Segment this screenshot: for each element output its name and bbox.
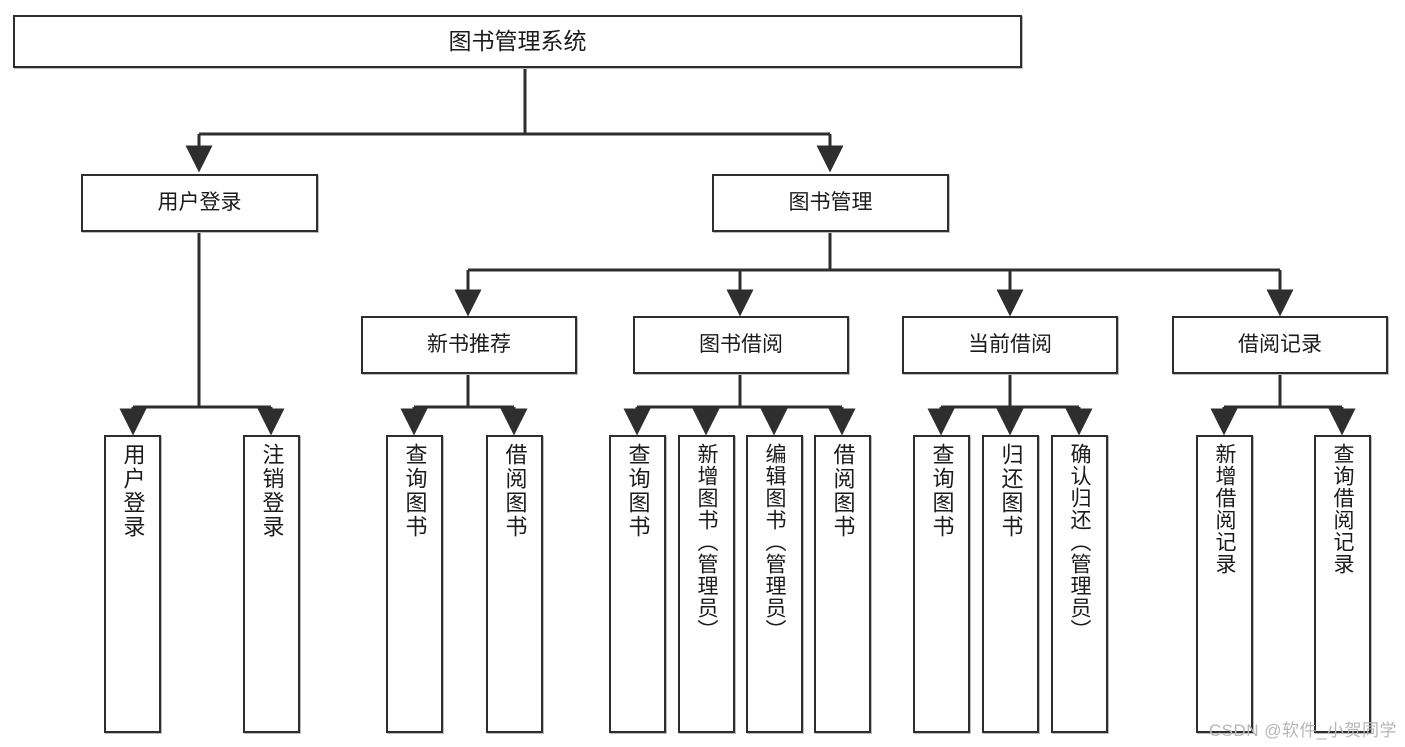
node-label: 查询图书 bbox=[402, 443, 428, 539]
leaf-book-borrow-edit-book-admin[interactable]: 编辑图书（管理员） bbox=[746, 435, 803, 733]
node-label: 新增借阅记录 bbox=[1213, 443, 1236, 575]
leaf-book-borrow-query-book[interactable]: 查询图书 bbox=[609, 435, 666, 733]
node-label: 当前借阅 bbox=[968, 332, 1052, 356]
csdn-watermark: CSDN @软件_小贺同学 bbox=[1208, 721, 1397, 740]
leaf-book-borrow-borrow-book[interactable]: 借阅图书 bbox=[814, 435, 871, 733]
node-label: 借阅图书 bbox=[502, 443, 528, 539]
leaf-current-borrow-return-book[interactable]: 归还图书 bbox=[982, 435, 1039, 733]
node-label: 图书管理 bbox=[788, 190, 873, 214]
node-label: 借阅记录 bbox=[1238, 332, 1322, 356]
leaf-borrow-record-add-record[interactable]: 新增借阅记录 bbox=[1196, 435, 1253, 733]
node-new-book-recommend[interactable]: 新书推荐 bbox=[361, 316, 577, 374]
node-label: 编辑图书（管理员） bbox=[763, 443, 786, 641]
leaf-new-book-borrow-book[interactable]: 借阅图书 bbox=[486, 435, 543, 733]
node-label: 查询图书 bbox=[625, 443, 651, 539]
node-label: 新增图书（管理员） bbox=[695, 443, 718, 641]
node-root-book-management-system[interactable]: 图书管理系统 bbox=[13, 15, 1022, 68]
node-label: 图书借阅 bbox=[699, 332, 783, 356]
node-current-borrow[interactable]: 当前借阅 bbox=[902, 316, 1118, 374]
node-label: 查询借阅记录 bbox=[1331, 443, 1354, 575]
node-user-login[interactable]: 用户登录 bbox=[81, 174, 318, 232]
leaf-book-borrow-add-book-admin[interactable]: 新增图书（管理员） bbox=[678, 435, 735, 733]
leaf-current-borrow-query-book[interactable]: 查询图书 bbox=[913, 435, 970, 733]
node-book-management[interactable]: 图书管理 bbox=[712, 174, 949, 232]
node-label: 用户登录 bbox=[157, 190, 242, 214]
node-label: 确认归还（管理员） bbox=[1068, 443, 1091, 641]
leaf-borrow-record-query-record[interactable]: 查询借阅记录 bbox=[1314, 435, 1371, 733]
leaf-user-login-logout[interactable]: 注销登录 bbox=[243, 435, 300, 733]
node-label: 图书管理系统 bbox=[448, 27, 587, 54]
node-label: 注销登录 bbox=[259, 443, 285, 539]
node-book-borrow[interactable]: 图书借阅 bbox=[633, 316, 849, 374]
node-label: 新书推荐 bbox=[427, 332, 511, 356]
node-label: 归还图书 bbox=[998, 443, 1024, 539]
node-label: 借阅图书 bbox=[830, 443, 856, 539]
leaf-user-login-login[interactable]: 用户登录 bbox=[104, 435, 161, 733]
node-borrow-record[interactable]: 借阅记录 bbox=[1172, 316, 1388, 374]
node-label: 查询图书 bbox=[929, 443, 955, 539]
leaf-current-borrow-confirm-return-admin[interactable]: 确认归还（管理员） bbox=[1051, 435, 1108, 733]
leaf-new-book-query-book[interactable]: 查询图书 bbox=[386, 435, 443, 733]
node-label: 用户登录 bbox=[120, 443, 146, 539]
